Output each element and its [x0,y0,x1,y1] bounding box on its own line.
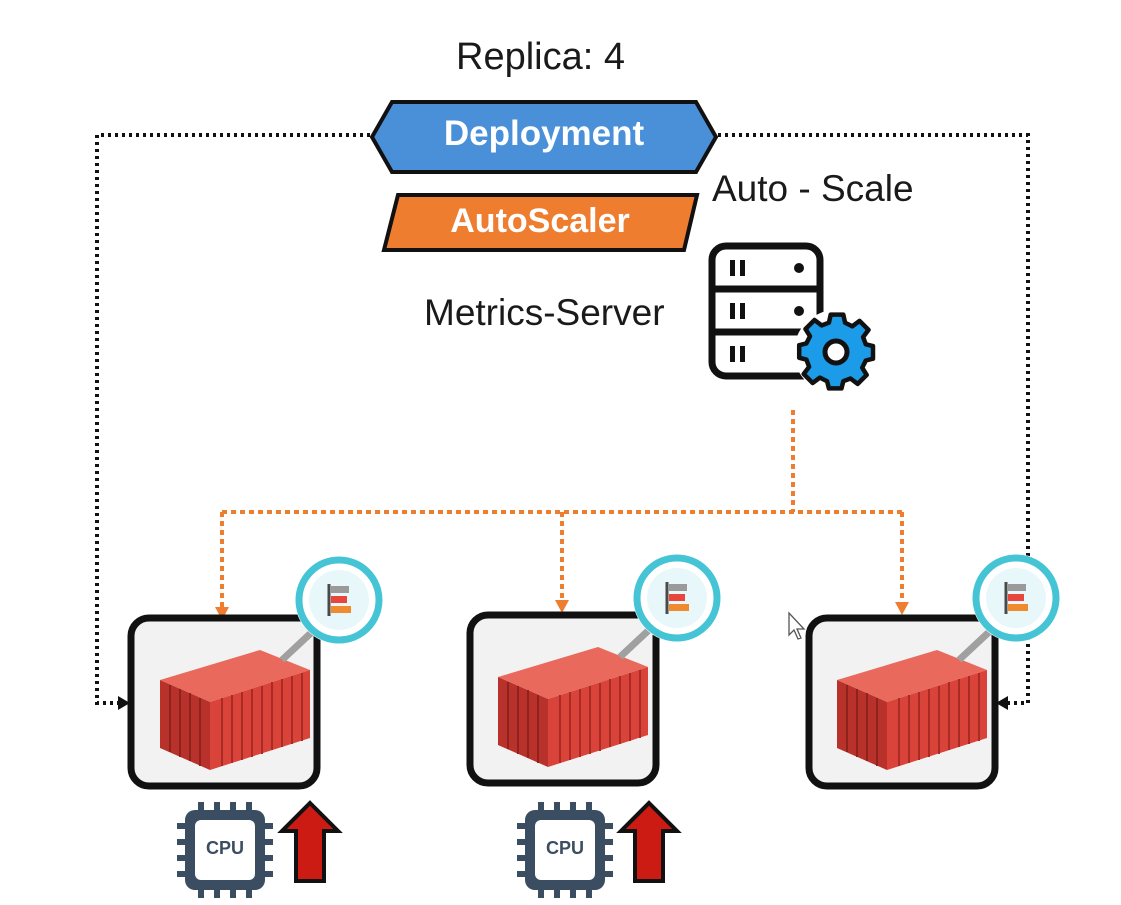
deployment-label: Deployment [443,114,645,153]
metrics-arrowhead-3 [895,602,909,615]
pod-1[interactable] [131,556,383,786]
metrics-server-label: Metrics-Server [424,292,665,333]
autoscaler-shape[interactable] [381,193,700,252]
cpu-label: CPU [545,838,584,858]
arrow-up-icon [619,801,679,883]
magnifier-chart-icon [972,554,1060,642]
pod-2[interactable] [470,554,721,783]
metrics-line [220,410,904,610]
magnifier-chart-icon [633,554,721,642]
deployment-shape[interactable] [369,100,719,174]
autoscaler-label: AutoScaler [450,202,630,240]
mouse-cursor-icon [788,611,806,640]
replica-label: Replica: 4 [456,36,625,78]
magnifier-chart-icon [295,556,383,644]
metrics-arrowhead-2 [555,600,569,613]
cpu-label: CPU [205,838,244,858]
control-arrowhead-right [996,696,1008,710]
metrics-arrowhead-1 [215,607,229,620]
server-gear-icon [708,242,878,394]
control-arrowhead-left [118,696,130,710]
control-line-right [718,133,1030,705]
autoscale-label: Auto - Scale [712,168,914,209]
arrow-up-icon [280,801,340,883]
pod-3[interactable] [809,554,1060,786]
